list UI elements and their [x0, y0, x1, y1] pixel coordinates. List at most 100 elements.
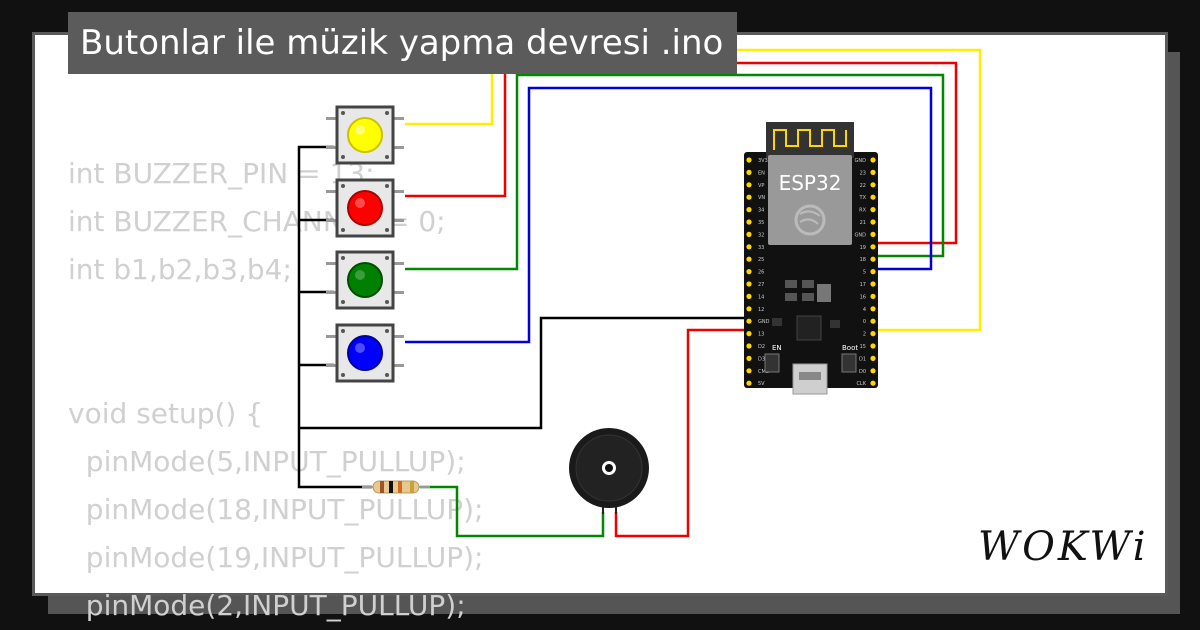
boot-label: Boot — [842, 344, 858, 352]
esp32-pin-tx[interactable] — [870, 194, 876, 200]
esp32-pin-d0[interactable] — [870, 368, 876, 374]
en-button[interactable] — [764, 353, 780, 373]
esp32-pin-d1[interactable] — [870, 355, 876, 361]
esp32-pin-label: 2 — [863, 332, 866, 338]
esp32-pin-32[interactable] — [746, 231, 752, 237]
esp32-pin-label: 3V3 — [758, 158, 768, 164]
esp32-left-pins: 3V3ENVPVN343532332526271412GND13D2D3CMD5… — [745, 156, 770, 387]
wokwi-logo: WOKWi — [978, 524, 1149, 570]
code-line: void setup() { — [68, 397, 264, 430]
boot-button[interactable] — [841, 353, 857, 373]
esp32-pin-17[interactable] — [870, 281, 876, 287]
wire-ground-esp — [299, 316, 750, 430]
esp32-pin-label: 15 — [860, 344, 866, 350]
esp32-pin-label: D3 — [758, 356, 765, 362]
esp32-pin-18[interactable] — [870, 256, 876, 262]
esp32-pin-label: GND — [758, 319, 770, 325]
esp32-pin-19[interactable] — [870, 244, 876, 250]
esp32-pin-cmd[interactable] — [746, 368, 752, 374]
code-line: pinMode(2,INPUT_PULLUP); — [68, 589, 466, 622]
esp32-pin-21[interactable] — [870, 219, 876, 225]
wire-ground-bus — [297, 145, 372, 489]
button-cap-yellow[interactable] — [347, 117, 383, 153]
esp32-pin-35[interactable] — [746, 219, 752, 225]
esp32-pin-label: D2 — [758, 344, 765, 350]
esp32-pin-5v[interactable] — [746, 380, 752, 386]
esp32-pin-5[interactable] — [870, 269, 876, 275]
esp32-pin-label: 17 — [860, 282, 866, 288]
esp32-pin-label: 26 — [758, 270, 764, 276]
esp32-pin-clk[interactable] — [870, 380, 876, 386]
esp32-pin-en[interactable] — [746, 169, 752, 175]
esp32-pin-33[interactable] — [746, 244, 752, 250]
esp32-label: ESP32 — [779, 171, 842, 195]
esp32-pin-label: 16 — [860, 294, 866, 300]
esp32-pin-label: D1 — [859, 356, 866, 362]
button-cap-blue[interactable] — [347, 335, 383, 371]
wire-buzzer-gnd — [420, 485, 605, 538]
esp32-pin-label: 12 — [758, 307, 764, 313]
esp32-pin-label: 23 — [860, 170, 866, 176]
push-button-red[interactable] — [326, 178, 404, 238]
esp32-pin-2[interactable] — [870, 331, 876, 337]
esp32-pin-25[interactable] — [746, 256, 752, 262]
esp32-pin-label: 34 — [758, 208, 764, 214]
esp32-pin-label: GND — [855, 232, 867, 238]
esp32-pin-label: 19 — [860, 245, 866, 251]
esp32-pin-d3[interactable] — [746, 355, 752, 361]
esp32-pin-label: 13 — [758, 332, 764, 338]
esp32-pin-label: VN — [758, 195, 765, 201]
esp32-pin-vn[interactable] — [746, 194, 752, 200]
esp32-pin-label: 0 — [863, 319, 866, 325]
esp32-pin-27[interactable] — [746, 281, 752, 287]
code-line: pinMode(18,INPUT_PULLUP); — [68, 493, 484, 526]
code-line: pinMode(19,INPUT_PULLUP); — [68, 541, 484, 574]
esp32-board[interactable]: ESP32 3V3ENVPVN343532332526271412GND13D2… — [744, 122, 878, 395]
esp32-pin-gnd[interactable] — [746, 318, 752, 324]
esp32-pin-23[interactable] — [870, 169, 876, 175]
push-button-blue[interactable] — [326, 323, 404, 383]
esp32-pin-label: 32 — [758, 232, 764, 238]
resistor[interactable] — [362, 480, 430, 494]
esp32-pin-gnd[interactable] — [870, 157, 876, 163]
esp32-pin-0[interactable] — [870, 318, 876, 324]
code-line: int BUZZER_PIN = 13; — [68, 157, 375, 190]
esp32-pin-label: GND — [855, 158, 867, 164]
button-cap-red[interactable] — [347, 190, 383, 226]
button-cap-green[interactable] — [347, 262, 383, 298]
esp32-pin-13[interactable] — [746, 331, 752, 337]
esp32-pin-3v3[interactable] — [746, 157, 752, 163]
wires — [297, 48, 982, 538]
esp32-pin-14[interactable] — [746, 293, 752, 299]
wire-yellow — [405, 48, 982, 332]
esp32-pin-vp[interactable] — [746, 182, 752, 188]
code-line: int b1,b2,b3,b4; — [68, 253, 292, 286]
wire-blue — [405, 86, 933, 344]
esp32-pin-label: 18 — [860, 257, 866, 263]
esp32-pin-26[interactable] — [746, 269, 752, 275]
esp32-pin-label: 4 — [863, 307, 866, 313]
esp32-pin-15[interactable] — [870, 343, 876, 349]
esp32-pin-label: 35 — [758, 220, 764, 226]
piezo-buzzer[interactable] — [569, 428, 649, 514]
esp32-pin-gnd[interactable] — [870, 231, 876, 237]
esp32-pin-label: 33 — [758, 245, 764, 251]
esp32-pin-label: 5 — [863, 270, 866, 276]
esp32-pin-rx[interactable] — [870, 207, 876, 213]
push-button-green[interactable] — [326, 250, 404, 310]
esp32-pin-16[interactable] — [870, 293, 876, 299]
esp32-pin-4[interactable] — [870, 306, 876, 312]
esp32-pin-label: 5V — [758, 381, 765, 387]
esp32-pin-label: 21 — [860, 220, 866, 226]
push-button-yellow[interactable] — [326, 105, 404, 165]
esp32-pin-34[interactable] — [746, 207, 752, 213]
esp32-pin-label: 14 — [758, 294, 764, 300]
esp32-pin-label: CLK — [856, 381, 866, 387]
esp32-pin-12[interactable] — [746, 306, 752, 312]
esp32-pin-label: RX — [859, 208, 866, 214]
esp32-pin-22[interactable] — [870, 182, 876, 188]
esp32-pin-d2[interactable] — [746, 343, 752, 349]
esp32-pin-label: 22 — [860, 183, 866, 189]
